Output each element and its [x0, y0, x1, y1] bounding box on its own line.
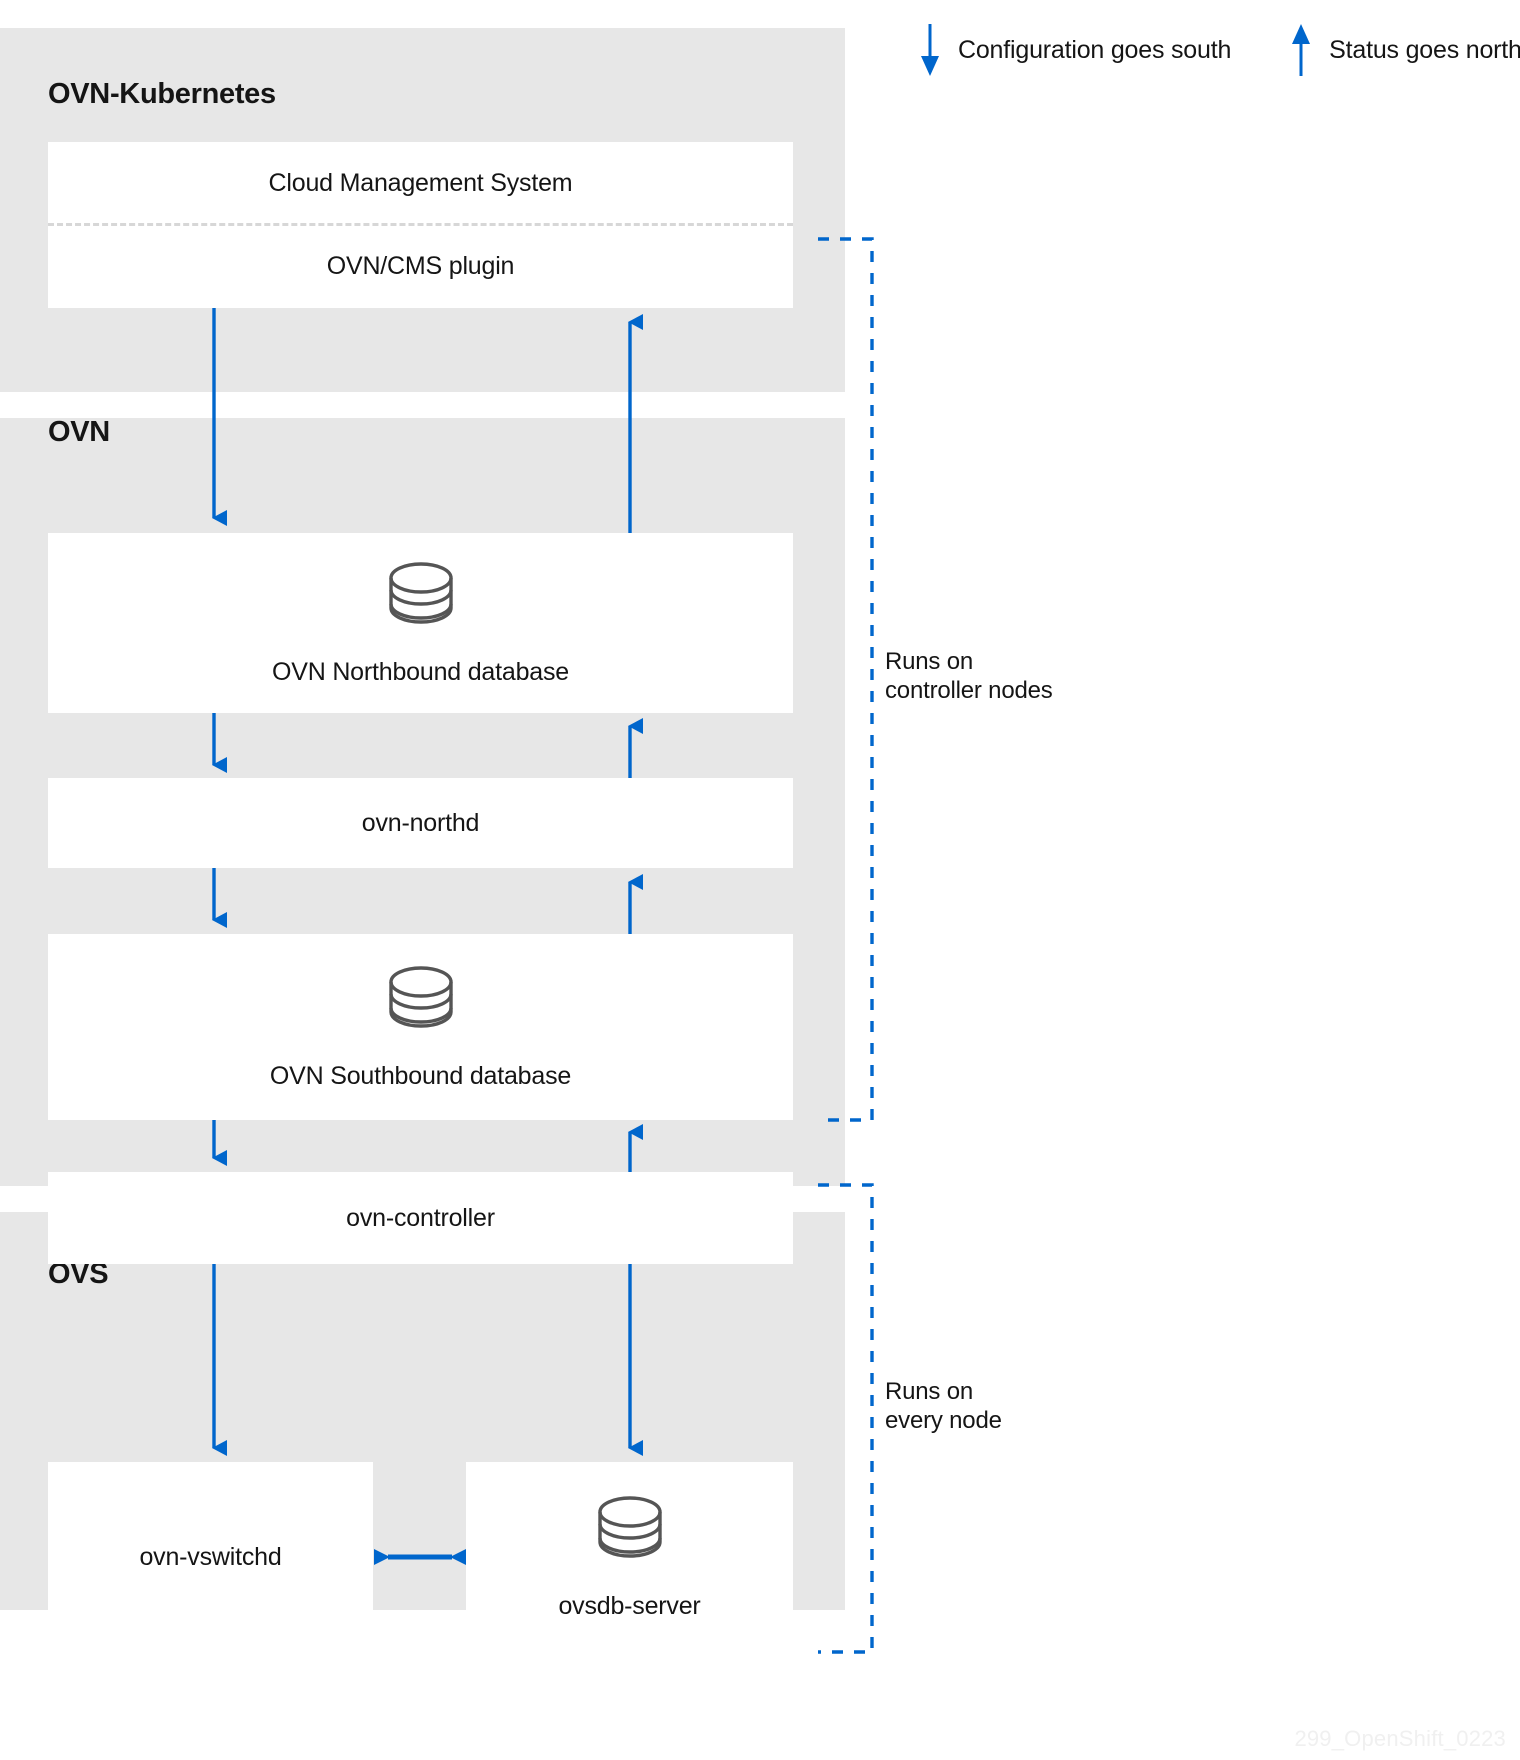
node-label-ovn-northbound-database: OVN Northbound database — [272, 657, 569, 686]
arrow-up-icon — [1292, 24, 1311, 76]
node-label-cloud-management-system: Cloud Management System — [268, 168, 573, 197]
database-icon — [388, 965, 453, 1028]
annotation-controller-nodes: Runs on controller nodes — [885, 648, 1053, 704]
watermark: 299_OpenShift_0223 — [1294, 1726, 1506, 1751]
node-label-ovsdb-server: ovsdb-server — [558, 1591, 701, 1620]
arrow-down-icon — [921, 24, 939, 76]
node-ovn-northd[interactable]: ovn-northd — [48, 778, 793, 868]
legend-label-configuration-south: Configuration goes south — [958, 35, 1232, 64]
node-cloud-management-system[interactable]: Cloud Management System — [48, 142, 793, 224]
legend-item-status-north: Status goes north — [1291, 22, 1520, 78]
node-label-ovn-southbound-database: OVN Southbound database — [269, 1061, 572, 1090]
node-ovn-northbound-database[interactable]: OVN Northbound database — [48, 533, 793, 713]
legend-label-status-north: Status goes north — [1329, 35, 1520, 64]
node-label-ovn-northd: ovn-northd — [361, 808, 480, 837]
legend: Configuration goes south Status goes nor… — [920, 22, 1520, 78]
database-icon — [597, 1495, 662, 1558]
legend-item-configuration-south: Configuration goes south — [920, 22, 1231, 78]
node-label-ovn-vswitchd: ovn-vswitchd — [139, 1542, 282, 1571]
node-ovn-southbound-database[interactable]: OVN Southbound database — [48, 934, 793, 1120]
annotation-every-node: Runs on every node — [885, 1378, 1002, 1434]
node-ovn-cms-plugin[interactable]: OVN/CMS plugin — [48, 224, 793, 308]
cms-plugin-divider — [48, 223, 793, 226]
group-title-ovn-kubernetes: OVN-Kubernetes — [48, 78, 276, 110]
node-ovn-controller[interactable]: ovn-controller — [48, 1172, 793, 1264]
node-label-ovn-controller: ovn-controller — [346, 1203, 495, 1232]
node-ovn-vswitchd[interactable]: ovn-vswitchd — [48, 1462, 373, 1652]
node-label-ovn-cms-plugin: OVN/CMS plugin — [326, 251, 515, 280]
node-ovsdb-server[interactable]: ovsdb-server — [466, 1462, 793, 1652]
group-title-ovn: OVN — [48, 416, 110, 448]
database-icon — [388, 561, 453, 624]
